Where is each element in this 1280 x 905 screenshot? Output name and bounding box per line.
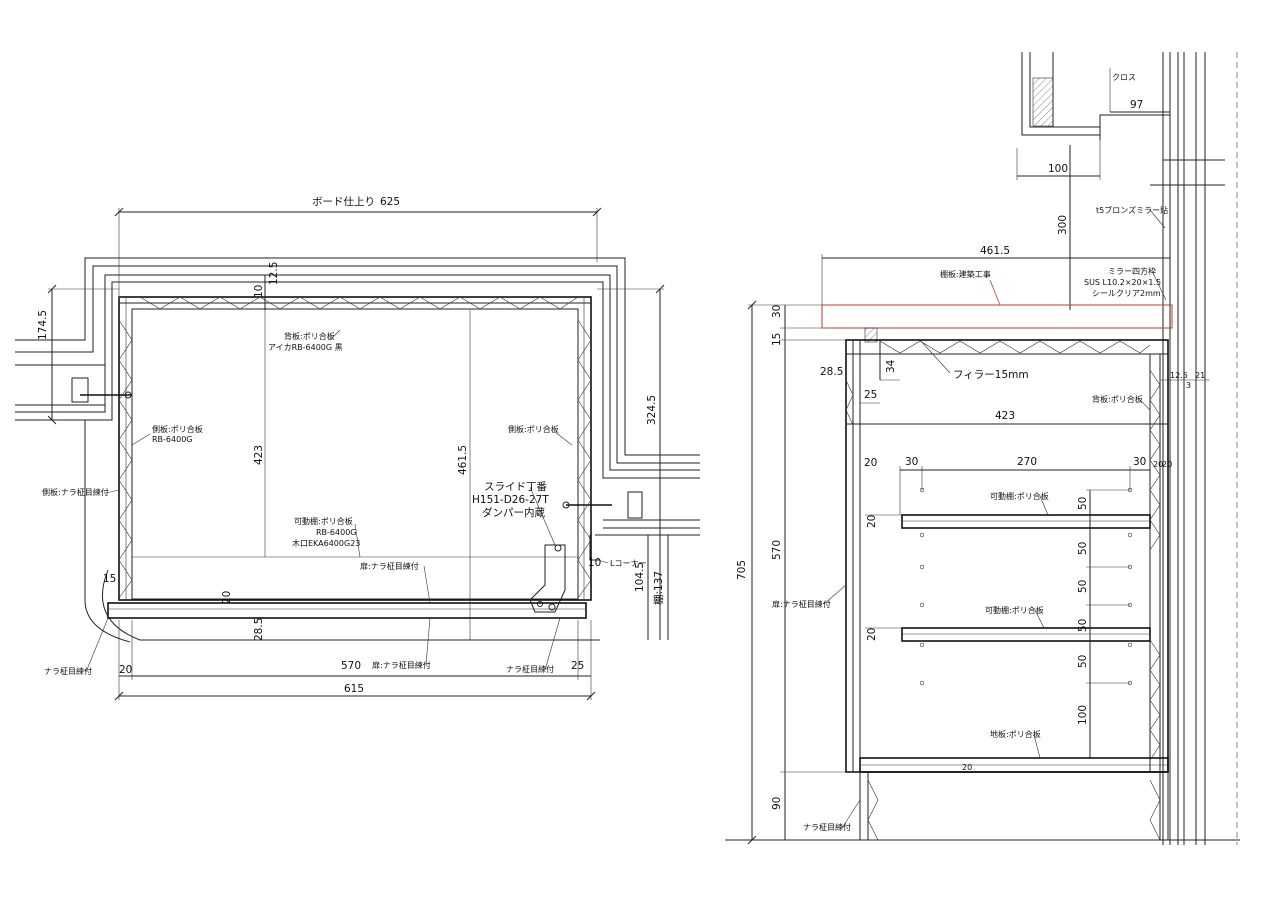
wall-hatch	[1032, 77, 1054, 127]
counter-shelf-board	[821, 304, 1173, 329]
sec-dim-w21: 21	[1195, 371, 1205, 380]
plan-dim-104-5: 104.5	[634, 562, 646, 592]
plan-dim-10: 10	[253, 285, 265, 298]
plan-side-outer-label: 側板:ナラ柾目練付	[42, 487, 109, 497]
sec-bronze-mirror-label: t5ブロンズミラー貼	[1096, 205, 1168, 215]
sec-dim-100: 100	[1048, 163, 1068, 175]
plan-dim-324-5: 324.5	[646, 395, 658, 425]
sec-dim-461-5: 461.5	[980, 245, 1010, 257]
sec-shelf-board-label: 棚板:建築工事	[940, 269, 991, 279]
sec-dim-r20a: 20	[1153, 460, 1163, 469]
plan-dim-shelf-137: 棚:137	[652, 571, 665, 605]
sec-dim-r20b: 20	[1162, 460, 1172, 469]
sec-dim-423: 423	[995, 410, 1015, 422]
sec-dim-v50d: 50	[1077, 619, 1089, 632]
sec-mirror-frame-label: ミラー四方枠	[1108, 266, 1156, 276]
plan-dim-25: 25	[571, 660, 584, 672]
sec-dim-97: 97	[1130, 99, 1143, 111]
sec-dim-v50b: 50	[1077, 542, 1089, 555]
sec-dim-c30b: 30	[1133, 456, 1146, 468]
plan-dim-20a: 20	[221, 591, 233, 604]
sec-dim-34: 34	[885, 359, 897, 373]
plan-back-board-spec: アイカRB-6400G 黒	[268, 343, 343, 352]
plan-movable-shelf-label: 可動棚:ポリ合板	[294, 516, 353, 526]
plan-side-left-spec: RB-6400G	[152, 435, 193, 444]
plan-side-right-label: 側板:ポリ合板	[508, 424, 559, 434]
plan-board-finish-label: ボード仕上り	[312, 195, 375, 208]
sec-dim-705: 705	[736, 560, 748, 580]
sec-cloth-label: クロス	[1112, 73, 1136, 82]
sec-dim-c270: 270	[1017, 456, 1037, 468]
plan-door-bottom-label: 扉:ナラ柾目練付	[372, 660, 431, 670]
plan-movable-shelf-spec: RB-6400G	[316, 528, 357, 537]
sec-dim-v50a: 50	[1077, 497, 1089, 510]
plan-edge-spec: 木口EKA6400G23	[292, 538, 360, 548]
sec-dim-v50c: 50	[1077, 580, 1089, 593]
plan-view: ボード仕上り 625 174.5 10 12.5 423 461.5 324.5…	[15, 195, 700, 701]
sec-movable2-label: 可動棚:ポリ合板	[985, 605, 1044, 615]
plan-dim-12-5: 12.5	[268, 262, 280, 285]
movable-shelf-2	[901, 627, 1151, 642]
plan-dim-461-5: 461.5	[457, 445, 469, 475]
sec-dim-28-5: 28.5	[820, 366, 843, 378]
section-view: クロス 97 100 300 t5ブロンズミラー貼 ミラー四方枠 SUS L10…	[725, 52, 1240, 845]
sec-dim-b20: 20	[962, 763, 972, 772]
sec-clear-seal: シールクリア2mm	[1092, 289, 1161, 298]
sec-back-board-label: 背板:ポリ合板	[1092, 394, 1143, 404]
plan-l-corner-label: Lコーナー	[610, 559, 646, 568]
sec-dim-w12-5: 12.5	[1170, 371, 1188, 380]
sec-dim-90: 90	[771, 797, 783, 810]
plan-nara-right-label: ナラ柾目練付	[506, 664, 554, 674]
movable-shelf-1	[901, 514, 1151, 529]
sec-dim-30: 30	[771, 305, 783, 318]
sec-nara-label: ナラ柾目練付	[803, 822, 851, 832]
sec-dim-w3: 3	[1186, 381, 1191, 390]
sec-dim-s20a: 20	[866, 515, 878, 528]
sec-door-label: 扉:ナラ柾目練付	[772, 599, 831, 609]
sec-dim-20: 20	[864, 457, 877, 469]
plan-dim-570: 570	[341, 660, 361, 672]
sec-filler-label: フィラー15mm	[953, 369, 1029, 381]
plan-dim-20b: 20	[119, 664, 132, 676]
plan-dim-15: 15	[103, 573, 116, 585]
plan-back-board-label: 背板:ポリ合板	[284, 331, 335, 341]
sec-dim-c30a: 30	[905, 456, 918, 468]
sec-dim-v100: 100	[1077, 705, 1089, 725]
plan-hinge-model: H151-D26-27T	[472, 494, 549, 506]
sec-dim-300: 300	[1057, 215, 1069, 235]
plan-dim-423: 423	[253, 445, 265, 465]
plan-dim-625: 625	[380, 196, 400, 208]
plan-hinge-label: スライド丁番	[484, 481, 547, 493]
filler-block	[864, 327, 878, 343]
sec-dim-570: 570	[771, 540, 783, 560]
plan-dim-10b: 10	[588, 557, 601, 569]
plan-dim-174-5: 174.5	[37, 310, 49, 340]
plan-dim-615: 615	[344, 683, 364, 695]
sec-dim-s20b: 20	[866, 628, 878, 641]
sec-bottom-board-label: 地板:ポリ合板	[990, 729, 1041, 739]
sec-dim-v50e: 50	[1077, 655, 1089, 668]
sec-movable1-label: 可動棚:ポリ合板	[990, 491, 1049, 501]
sec-dim-25: 25	[864, 389, 877, 401]
plan-side-left-label: 側板:ポリ合板	[152, 424, 203, 434]
plan-nara-left-label: ナラ柾目練付	[44, 666, 92, 676]
plan-hinge-damper: ダンパー内蔵	[482, 506, 545, 519]
plan-door-top-label: 扉:ナラ柾目練付	[360, 561, 419, 571]
shelf-pin-holes	[919, 487, 1133, 686]
sec-dim-15: 15	[771, 333, 783, 346]
sec-mirror-spec: SUS L10.2×20×1.5	[1084, 278, 1161, 287]
plan-dim-28-5: 28.5	[253, 618, 265, 641]
